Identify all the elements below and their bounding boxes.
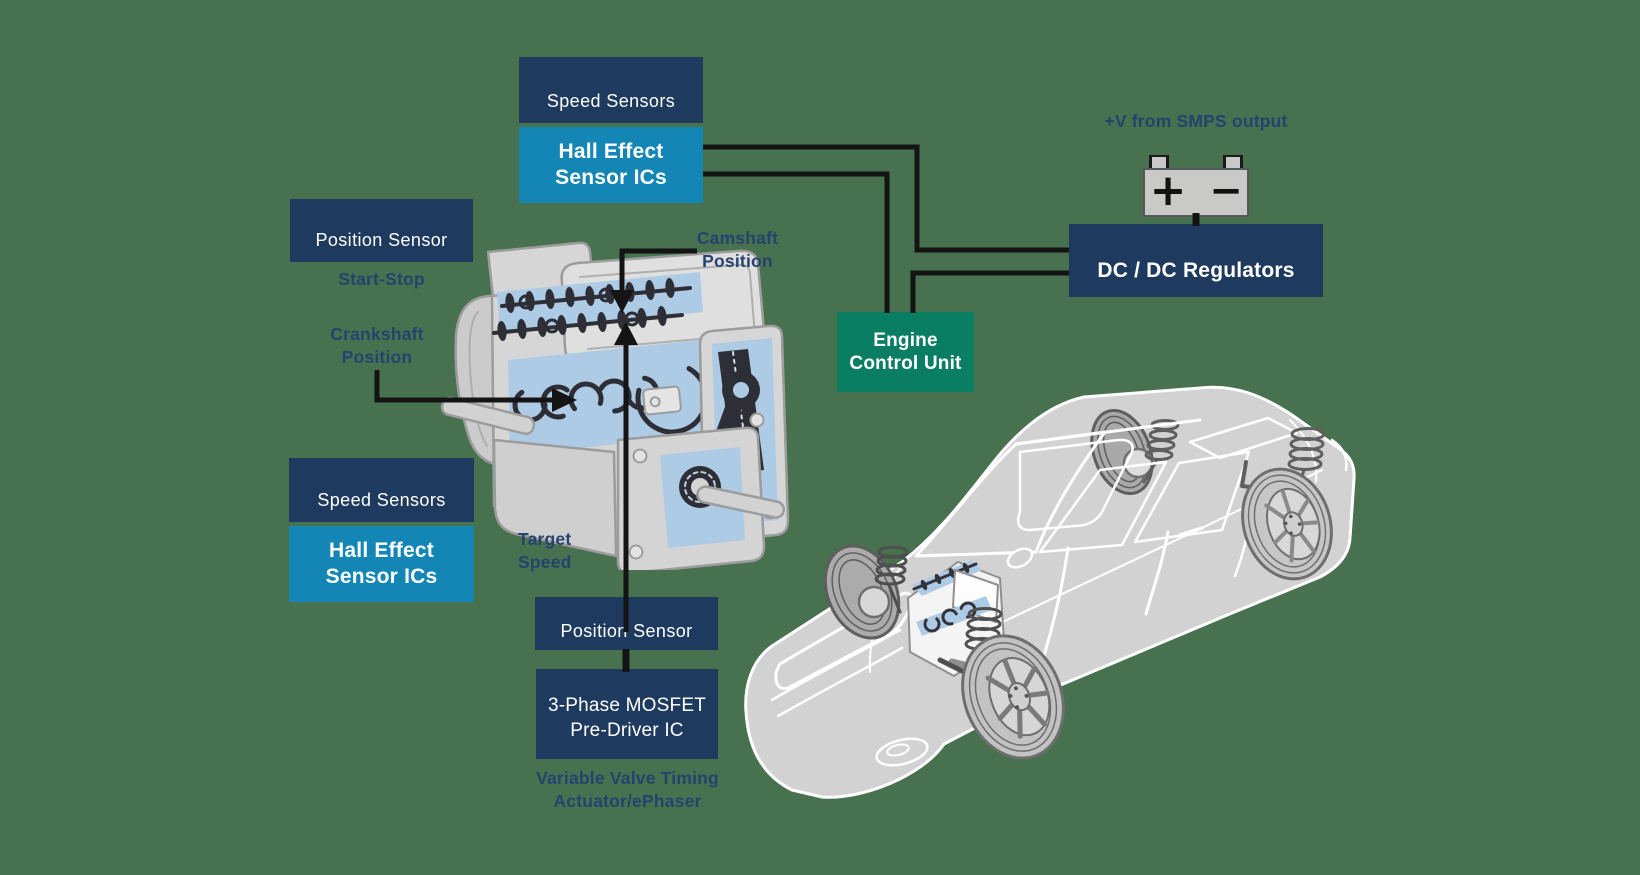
caption-start-stop: Start-Stop xyxy=(290,268,473,291)
arrowhead-camshaft-down xyxy=(610,290,634,313)
node-dc-dc-regulators: DC / DC Regulators xyxy=(1069,224,1323,297)
caption-smps-output: +V from SMPS output xyxy=(1062,110,1330,133)
wire-crankshaft-pointer xyxy=(374,370,553,403)
node-position-sensor-left: Position Sensor xyxy=(290,199,473,262)
node-label: Speed Sensors xyxy=(317,490,446,510)
caption-line2: Speed xyxy=(518,552,572,573)
battery-body: + − xyxy=(1143,168,1249,217)
engine-output-shaft-right xyxy=(696,485,786,519)
caption-line2: Position xyxy=(341,347,413,368)
engine-output-shaft-left xyxy=(440,396,536,436)
node-label-line2: Pre-Driver IC xyxy=(570,720,684,741)
node-label: Speed Sensors xyxy=(546,91,676,111)
wire-ecu-to-dcdc xyxy=(910,270,1069,313)
node-label-line2: Sensor ICs xyxy=(325,565,438,588)
caption-line2: Position xyxy=(702,251,773,272)
caption-text: +V from SMPS output xyxy=(1104,111,1288,131)
node-label-line1: Engine xyxy=(873,329,938,351)
engine-illustration xyxy=(440,241,790,570)
node-label: Position Sensor xyxy=(315,230,448,250)
wire-hall-top-to-ecu xyxy=(703,171,890,313)
arrowhead-crankshaft xyxy=(552,388,577,412)
battery-plus-icon: + xyxy=(1149,165,1187,216)
battery-minus-icon: − xyxy=(1209,168,1243,214)
caption-camshaft-position: Camshaft Position xyxy=(655,227,820,273)
node-speed-sensors-top: Speed Sensors xyxy=(519,57,703,123)
caption-line1: Variable Valve Timing xyxy=(536,768,719,788)
wire-hall-top-to-dcdc xyxy=(703,144,1069,253)
battery-icon: + − xyxy=(1143,155,1249,217)
car-body xyxy=(744,385,1356,799)
node-engine-control-unit: Engine Control Unit xyxy=(837,312,974,392)
node-speed-sensors-bottom: Speed Sensors xyxy=(289,458,474,522)
node-hall-effect-sensor-ics-top: Hall Effect Sensor ICs xyxy=(519,127,703,203)
caption-line1: Target xyxy=(518,529,572,549)
engine-sensor-box xyxy=(642,385,682,416)
car-illustration xyxy=(744,385,1356,799)
arrowhead-camshaft-up xyxy=(614,322,638,345)
car-front-wheel xyxy=(937,607,1065,760)
car-side-mirror xyxy=(1006,547,1034,569)
node-label-line2: Control Unit xyxy=(849,353,962,374)
engine-camshafts xyxy=(492,278,692,341)
node-label-line1: 3-Phase MOSFET xyxy=(547,695,706,717)
caption-line2: Actuator/ePhaser xyxy=(553,791,702,812)
caption-variable-valve-timing: Variable Valve Timing Actuator/ePhaser xyxy=(500,767,755,813)
battery-terminal-positive xyxy=(1149,155,1169,171)
node-label: DC / DC Regulators xyxy=(1097,259,1295,283)
caption-line1: Crankshaft xyxy=(330,324,424,344)
car-far-front-wheel xyxy=(823,544,909,640)
engine-crankshaft-highlight xyxy=(508,334,759,456)
node-3-phase-mosfet-pre-driver-ic: 3-Phase MOSFET Pre-Driver IC xyxy=(536,669,718,759)
node-label-line1: Hall Effect xyxy=(558,140,664,164)
car-rear-wheel xyxy=(1240,427,1333,581)
caption-crankshaft-position: Crankshaft Position xyxy=(287,323,467,369)
node-label-line1: Hall Effect xyxy=(329,539,434,563)
node-label-line2: Sensor ICs xyxy=(555,166,667,189)
car-far-rear-suspension xyxy=(1142,419,1180,484)
caption-line1: Camshaft xyxy=(696,228,779,248)
caption-target-speed: Target Speed xyxy=(518,528,608,574)
caption-text: Start-Stop xyxy=(338,269,425,289)
wire-camshaft-pointer xyxy=(619,248,697,291)
battery-terminal-negative xyxy=(1223,155,1243,171)
node-hall-effect-sensor-ics-bottom: Hall Effect Sensor ICs xyxy=(289,526,474,602)
